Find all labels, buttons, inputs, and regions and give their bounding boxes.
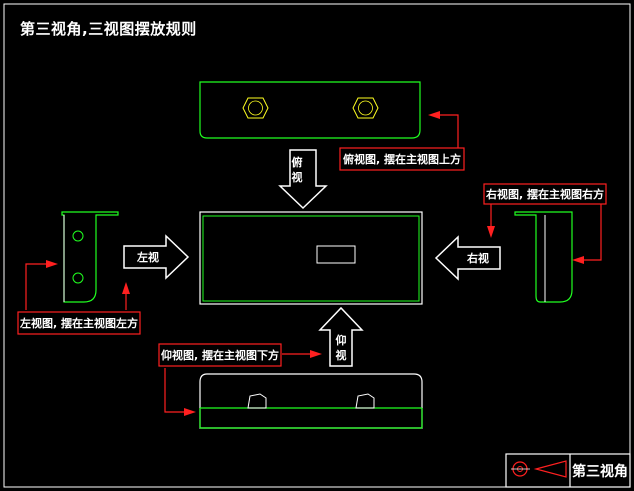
arrow-bottom-char2: 视 [336, 348, 347, 362]
page-title: 第三视角,三视图摆放规则 [20, 20, 197, 38]
arrow-right-label: 右视 [466, 251, 489, 265]
note-bottom: 仰视图, 摆在主视图下方 [158, 343, 282, 367]
top-view-hex-left [242, 97, 269, 119]
arrow-left-label: 左视 [136, 250, 159, 264]
projection-symbol-cone [533, 460, 567, 478]
arrow-top-char1: 俯 [292, 155, 303, 169]
top-view [199, 81, 421, 139]
bottom-view [199, 373, 423, 429]
bottom-view-hex-left [247, 393, 267, 409]
right-view [514, 211, 573, 303]
note-right-text: 右视图, 摆在主视图右方 [485, 187, 604, 201]
note-top-text: 俯视图, 摆在主视图上方 [343, 152, 461, 166]
note-left: 左视图, 摆在主视图左方 [17, 311, 141, 335]
arrow-bottom: 仰 视 [318, 306, 364, 367]
leader-bottom [164, 350, 322, 416]
front-view [199, 211, 423, 305]
left-view [61, 211, 119, 303]
top-view-outline [199, 81, 421, 139]
title-block-label: 第三视角 [572, 463, 628, 480]
arrow-left: 左视 [123, 234, 190, 280]
title-block: 第三视角 [505, 453, 631, 488]
arrow-right: 右视 [434, 235, 501, 281]
note-right: 右视图, 摆在主视图右方 [483, 183, 607, 205]
leader-right [487, 204, 602, 264]
arrow-top-char2: 视 [292, 170, 303, 184]
arrow-top: 俯 视 [278, 149, 328, 210]
note-bottom-text: 仰视图, 摆在主视图下方 [161, 348, 279, 362]
top-view-hex-right [352, 97, 379, 119]
note-top: 俯视图, 摆在主视图上方 [339, 147, 465, 171]
note-left-text: 左视图, 摆在主视图左方 [19, 316, 138, 330]
arrow-bottom-char1: 仰 [336, 333, 347, 347]
front-view-slot [316, 245, 356, 264]
leader-top [428, 111, 459, 148]
drawing-frame [3, 3, 631, 488]
bottom-view-hex-right [355, 393, 375, 409]
leader-left [25, 260, 130, 310]
